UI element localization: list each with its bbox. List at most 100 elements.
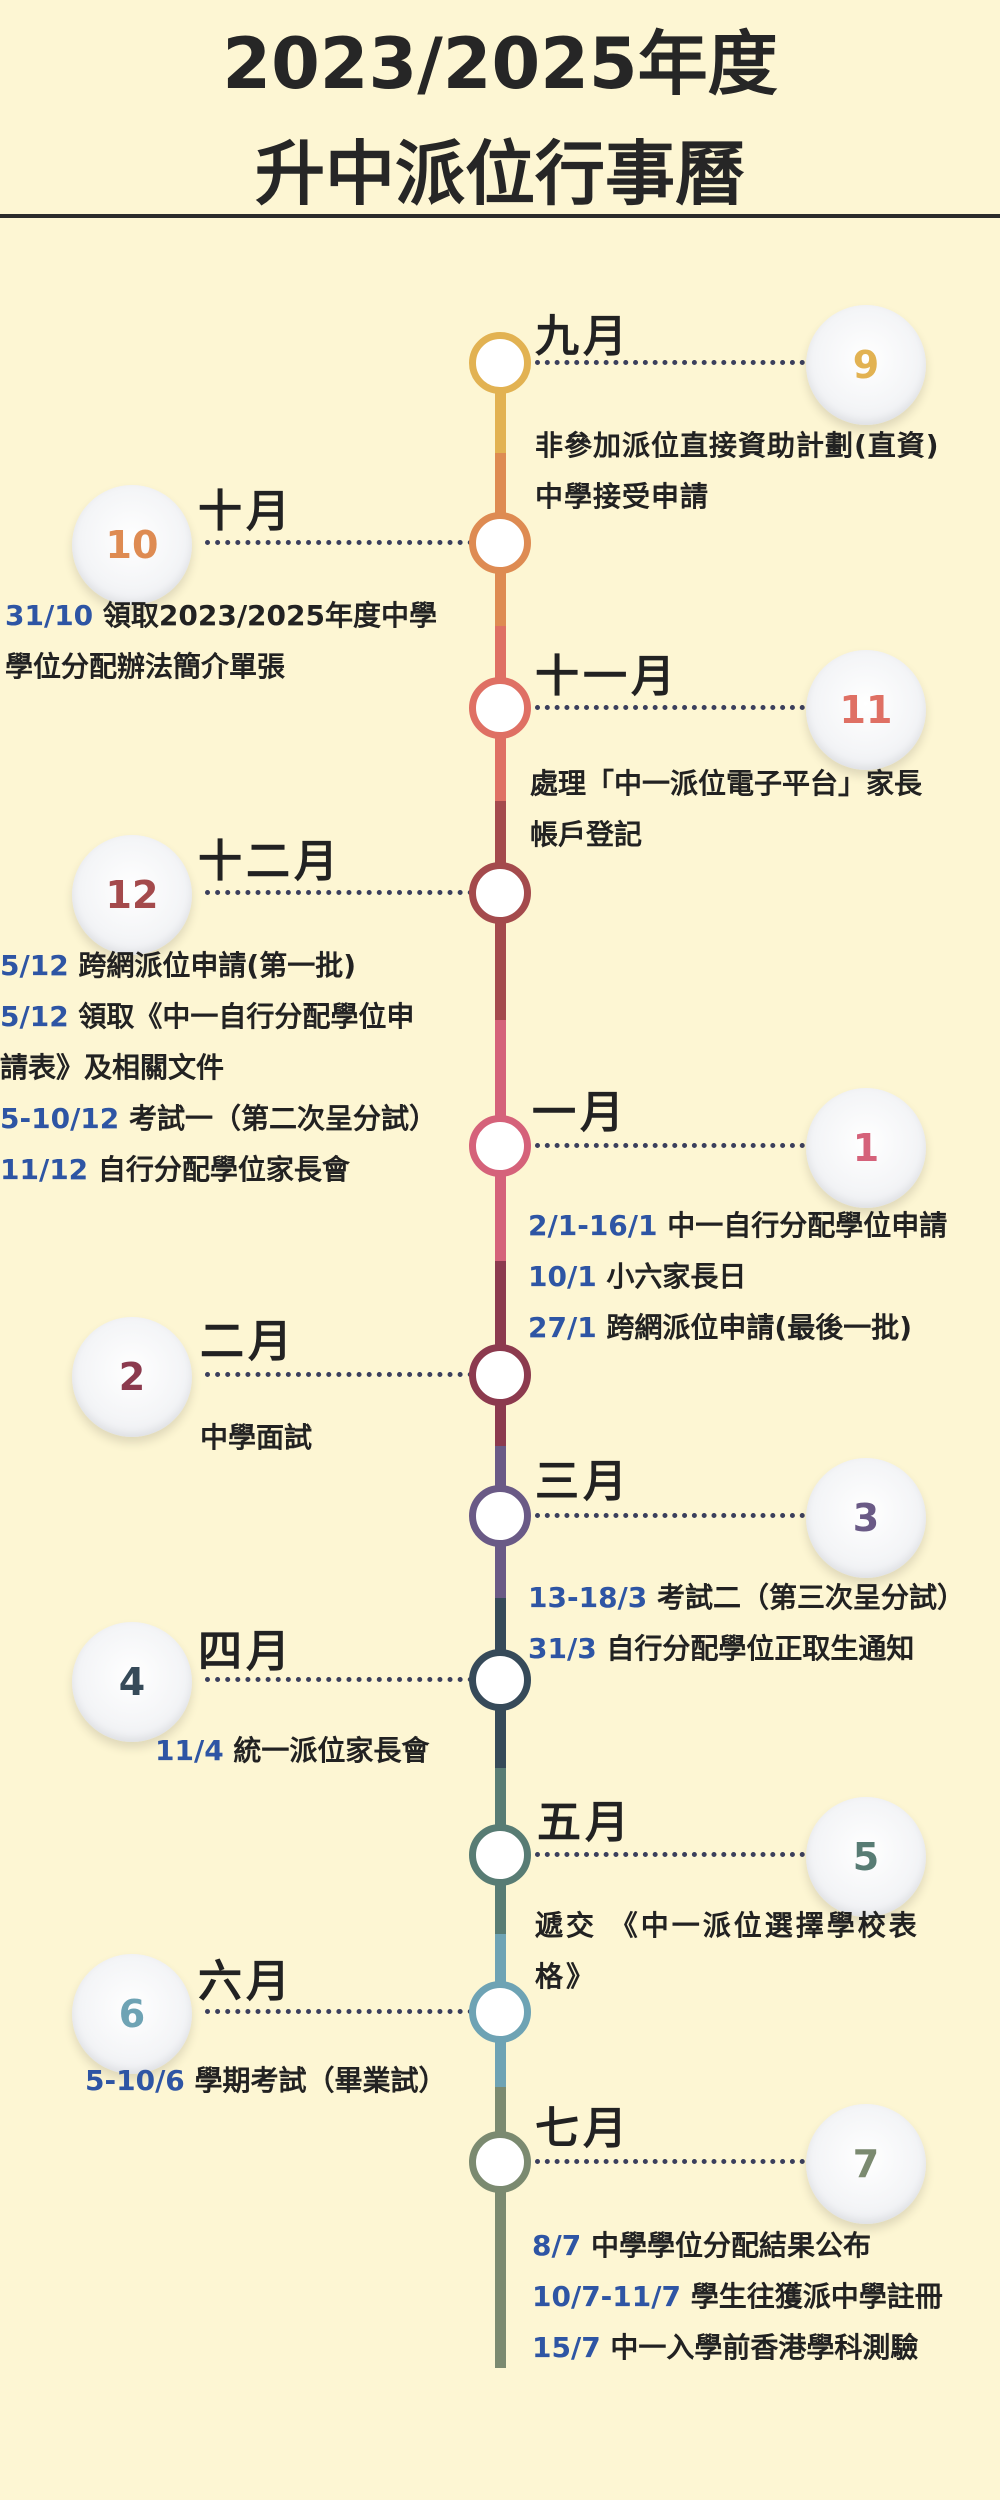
event-date: 5-10/12 [0,1102,120,1135]
timeline-node-jul [469,2131,531,2193]
event-date: 31/3 [528,1632,597,1665]
timeline-segment-sep [495,338,506,453]
month-label-oct: 十月 [198,486,294,537]
month-label-jan: 一月 [532,1087,628,1138]
month-number-badge-mar: 3 [806,1458,926,1578]
event-line-jul: 10/7-11/7 學生往獲派中學註冊 [532,2281,943,2313]
event-text: 請表》及相關文件 [0,1051,225,1084]
dotted-connector-may [535,1852,805,1857]
month-number-badge-oct: 10 [72,485,192,605]
event-text: 考試二（第三次呈分試） [647,1581,966,1614]
dotted-connector-apr [205,1677,473,1682]
title-divider [0,214,1000,218]
timeline-node-oct [469,512,531,574]
dotted-connector-mar [535,1513,805,1518]
timeline-node-jan [469,1115,531,1177]
timeline-node-nov [469,677,531,739]
event-text: 自行分配學位家長會 [88,1153,350,1186]
event-line-jul: 8/7 中學學位分配結果公布 [532,2230,871,2262]
event-text: 遞交 《中一派位選擇學校表 [535,1909,920,1942]
event-line-jan: 27/1 跨網派位申請(最後一批) [528,1312,912,1344]
timeline-node-feb [469,1344,531,1406]
event-text: 統一派位家長會 [223,1734,430,1767]
event-text: 中學接受申請 [535,480,710,513]
month-label-jun: 六月 [198,1956,294,2007]
event-text: 中學面試 [200,1421,313,1454]
month-number-badge-apr: 4 [72,1622,192,1742]
event-date: 15/7 [532,2331,601,2364]
event-text: 帳戶登記 [530,818,643,851]
event-text: 自行分配學位正取生通知 [596,1632,915,1665]
event-text: 處理「中一派位電子平台」家長 [530,767,923,800]
event-text: 小六家長日 [596,1260,747,1293]
month-number-badge-dec: 12 [72,835,192,955]
dotted-connector-oct [205,540,473,545]
dotted-connector-nov [535,705,805,710]
dotted-connector-jan [535,1143,805,1148]
event-text: 中學學位分配結果公布 [581,2229,871,2262]
event-line-mar: 31/3 自行分配學位正取生通知 [528,1633,914,1665]
event-date: 13-18/3 [528,1581,648,1614]
event-line-apr: 11/4 統一派位家長會 [155,1735,429,1767]
event-date: 11/12 [0,1153,89,1186]
event-text: 格》 [535,1960,598,1993]
event-text: 非參加派位直接資助計劃(直資) [535,429,940,462]
event-line-dec: 5-10/12 考試一（第二次呈分試） [0,1103,437,1135]
event-line-may: 遞交 《中一派位選擇學校表 [535,1910,920,1942]
event-text: 中一自行分配學位申請 [657,1209,948,1242]
timeline-segment-jul [495,2087,506,2368]
event-date: 2/1-16/1 [528,1209,658,1242]
event-line-oct: 31/10 領取2023/2025年度中學 [5,600,437,632]
dotted-connector-sep [535,360,805,365]
month-label-may: 五月 [537,1797,633,1848]
month-label-mar: 三月 [535,1456,631,1507]
event-text: 學期考試（畢業試） [184,2064,447,2097]
event-line-mar: 13-18/3 考試二（第三次呈分試） [528,1582,965,1614]
event-date: 8/7 [532,2229,582,2262]
timeline-node-dec [469,862,531,924]
event-line-may: 格》 [535,1961,597,1993]
timeline-node-may [469,1824,531,1886]
timeline-node-mar [469,1485,531,1547]
month-number-badge-jun: 6 [72,1954,192,2074]
event-date: 11/4 [155,1734,224,1767]
event-text: 領取《中一自行分配學位申 [68,1000,415,1033]
month-number-badge-nov: 11 [806,650,926,770]
event-text: 跨網派位申請(第一批) [68,949,357,982]
page-title-line1: 2023/2025年度 [222,23,778,105]
timeline-node-apr [469,1649,531,1711]
event-line-dec: 請表》及相關文件 [0,1052,224,1084]
month-number-badge-feb: 2 [72,1317,192,1437]
timeline-node-jun [469,1981,531,2043]
dotted-connector-dec [205,890,473,895]
month-label-jul: 七月 [535,2103,631,2154]
event-line-dec: 5/12 領取《中一自行分配學位申 [0,1001,414,1033]
dotted-connector-jun [205,2009,473,2014]
month-number-badge-jan: 1 [806,1088,926,1208]
event-date: 27/1 [528,1311,597,1344]
event-line-oct: 學位分配辦法簡介單張 [5,651,285,683]
event-line-sep: 非參加派位直接資助計劃(直資) [535,430,940,462]
event-line-dec: 5/12 跨網派位申請(第一批) [0,950,356,982]
month-number-badge-may: 5 [806,1797,926,1917]
event-line-feb: 中學面試 [200,1422,312,1454]
event-line-nov: 處理「中一派位電子平台」家長 [530,768,922,800]
event-text: 學生往獲派中學註冊 [680,2280,943,2313]
event-line-dec: 11/12 自行分配學位家長會 [0,1154,350,1186]
event-line-sep: 中學接受申請 [535,481,709,513]
event-line-jul: 15/7 中一入學前香港學科測驗 [532,2332,918,2364]
event-text: 學位分配辦法簡介單張 [5,650,286,683]
event-text: 領取2023/2025年度中學 [93,599,437,632]
timeline-node-sep [469,332,531,394]
month-label-feb: 二月 [200,1316,296,1367]
event-text: 中一入學前香港學科測驗 [600,2331,919,2364]
month-number-badge-jul: 7 [806,2104,926,2224]
month-label-nov: 十一月 [535,651,679,702]
event-line-jun: 5-10/6 學期考試（畢業試） [85,2065,447,2097]
event-line-nov: 帳戶登記 [530,819,642,851]
event-text: 考試一（第二次呈分試） [119,1102,438,1135]
event-date: 5/12 [0,949,69,982]
month-label-dec: 十二月 [198,836,342,887]
event-date: 5/12 [0,1000,69,1033]
dotted-connector-feb [205,1372,473,1377]
